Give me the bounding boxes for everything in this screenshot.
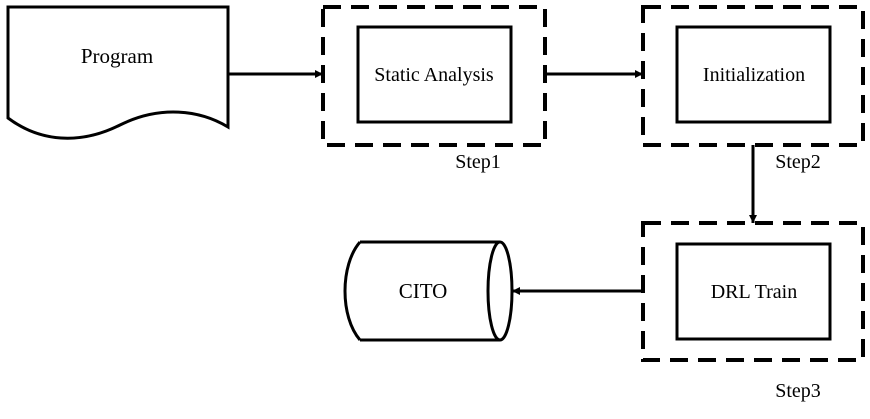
step2-dashed-frame — [641, 5, 865, 147]
step1-label: Step1 — [455, 151, 501, 173]
cito-node: CITO — [343, 240, 514, 342]
cito-cylinder-body — [343, 240, 500, 342]
step3-group: DRL Train Step3 — [641, 221, 865, 402]
program-node: Program — [6, 5, 230, 140]
drl-train-label: DRL Train — [711, 281, 798, 303]
cito-cylinder-cap — [486, 240, 514, 342]
drl-train-box — [675, 242, 832, 341]
program-document-shape — [6, 5, 230, 140]
program-label: Program — [81, 44, 153, 68]
step1-dashed-frame — [321, 5, 547, 147]
step3-label: Step3 — [775, 380, 821, 402]
step2-group: Initialization Step2 — [641, 5, 865, 173]
step1-group: Static Analysis Step1 — [321, 5, 547, 173]
initialization-box — [675, 25, 832, 124]
static-analysis-label: Static Analysis — [374, 64, 494, 86]
cito-label: CITO — [399, 279, 448, 303]
step2-label: Step2 — [775, 151, 821, 173]
initialization-label: Initialization — [703, 64, 805, 86]
static-analysis-box — [356, 25, 513, 124]
